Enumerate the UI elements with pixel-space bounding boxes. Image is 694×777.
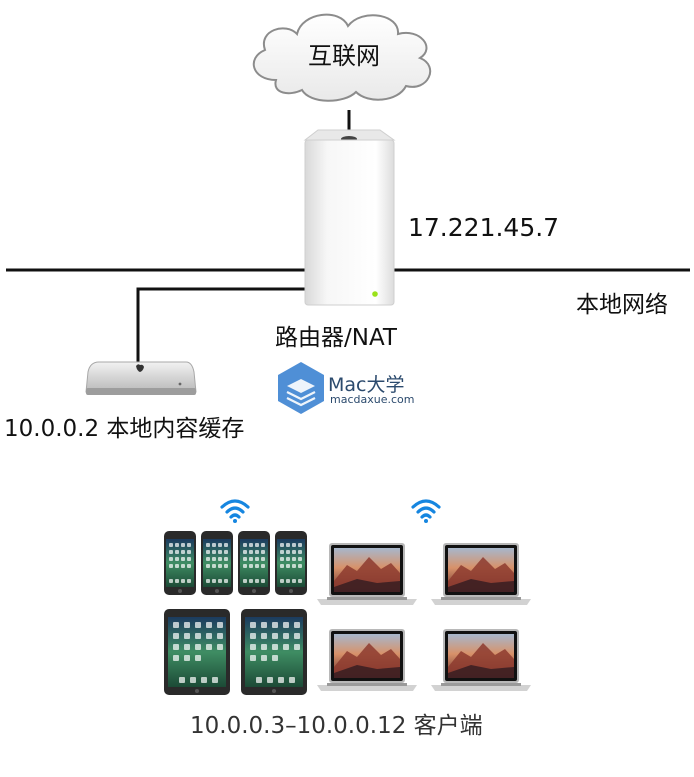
macbook-air-icon (317, 543, 417, 605)
router-label: 路由器/NAT (275, 325, 397, 351)
watermark-title: Mac大学 (328, 374, 405, 396)
iphone-icon (164, 531, 196, 595)
mac-daxue-logo-icon (278, 362, 324, 414)
internet-label: 互联网 (308, 42, 380, 70)
ipad-icon (164, 609, 230, 695)
macbook-air-icon (431, 629, 531, 691)
router-status-led (372, 291, 378, 297)
watermark-site: macdaxue.com (330, 393, 415, 406)
client-devices (164, 531, 531, 695)
mac-mini-icon (85, 361, 197, 395)
iphone-icon (201, 531, 233, 595)
cache-server-label: 10.0.0.2 本地内容缓存 (4, 416, 245, 442)
clients-label: 10.0.0.3–10.0.0.12 客户端 (190, 713, 483, 739)
wifi-icon (411, 499, 441, 525)
wifi-icon (220, 499, 250, 525)
airport-router-icon (303, 129, 396, 306)
iphone-icon (238, 531, 270, 595)
ipad-icon (241, 609, 307, 695)
macbook-air-icon (431, 543, 531, 605)
local-network-label: 本地网络 (576, 292, 668, 318)
iphone-icon (275, 531, 307, 595)
cache-link-line (136, 287, 310, 362)
macbook-air-icon (317, 629, 417, 691)
cloud-icon (252, 13, 432, 102)
router-ip-label: 17.221.45.7 (408, 213, 560, 242)
